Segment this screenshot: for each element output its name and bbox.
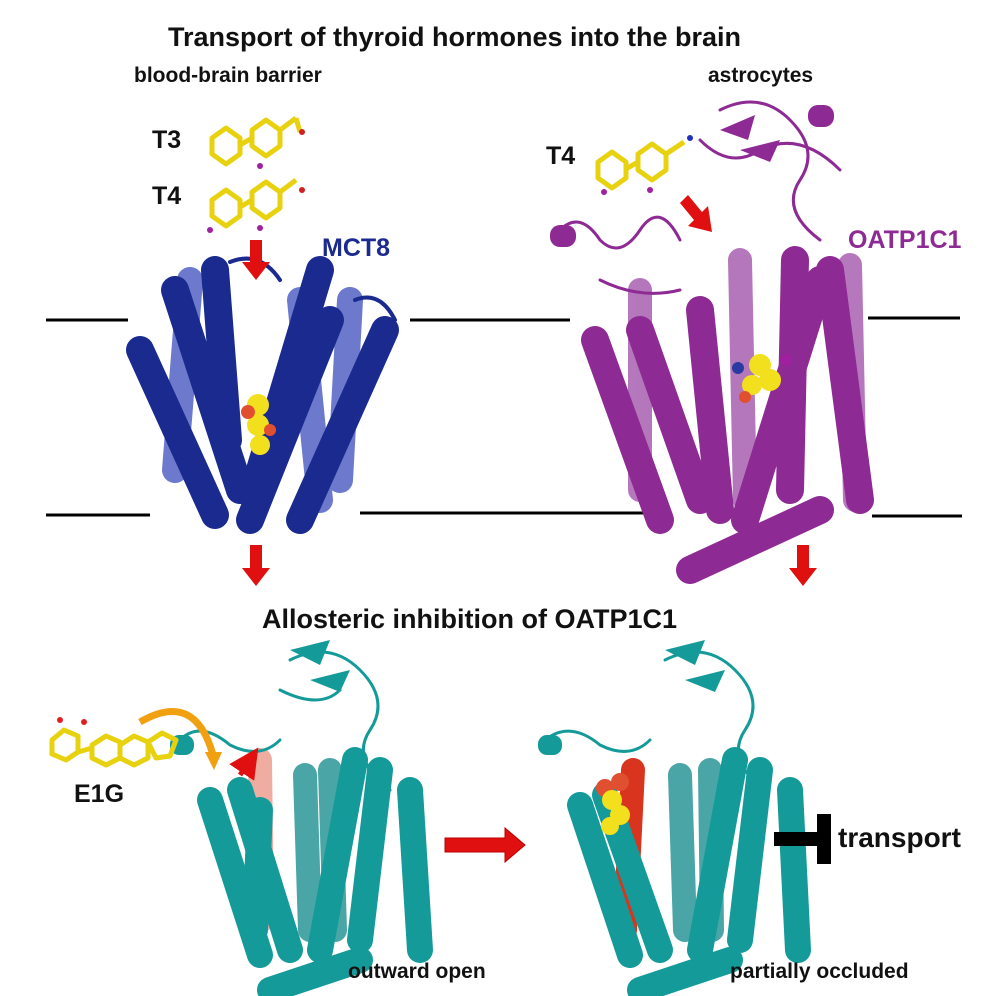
oatp1c1-ligand: [732, 354, 792, 403]
state-label-partially-occluded: partially occluded: [730, 960, 909, 983]
effect-label-transport: transport: [838, 822, 961, 853]
oatp1c1-protein: [550, 100, 874, 584]
mct8-ligand: [241, 394, 276, 455]
membrane-lines: [46, 316, 962, 518]
inhibitor-label-e1g: E1G: [74, 780, 125, 808]
curved-arrow-icon: [138, 708, 217, 756]
small-red-arrow-icon: [229, 747, 259, 781]
ligand-label-t3: T3: [152, 126, 182, 154]
curved-arrowhead-icon: [205, 752, 222, 770]
section-title-allosteric: Allosteric inhibition of OATP1C1: [262, 604, 678, 634]
protein-label-mct8: MCT8: [322, 234, 391, 262]
down-arrow-icon: [242, 195, 817, 586]
t4-molecule-icon-left: [207, 178, 305, 233]
location-label-bbb: blood-brain barrier: [134, 64, 322, 87]
location-label-astrocytes: astrocytes: [708, 64, 814, 87]
t3-molecule-icon: [209, 116, 305, 169]
e1g-molecule-icon: [49, 717, 179, 768]
ligand-label-t4-left: T4: [152, 182, 182, 210]
state-label-outward-open: outward open: [348, 960, 486, 983]
e1g-bound-ligand: [596, 773, 630, 835]
mct8-protein: [126, 256, 399, 534]
ligand-label-t4-right: T4: [546, 142, 576, 170]
oatp1c1-outward-open: [170, 640, 433, 996]
oatp1c1-partially-occluded: [538, 640, 811, 996]
inhibition-bar-icon: [774, 814, 831, 864]
protein-label-oatp1c1: OATP1C1: [848, 226, 962, 254]
right-arrow-icon: [444, 826, 526, 864]
page-title: Transport of thyroid hormones into the b…: [168, 22, 742, 52]
t4-molecule-icon-right: [595, 135, 693, 195]
